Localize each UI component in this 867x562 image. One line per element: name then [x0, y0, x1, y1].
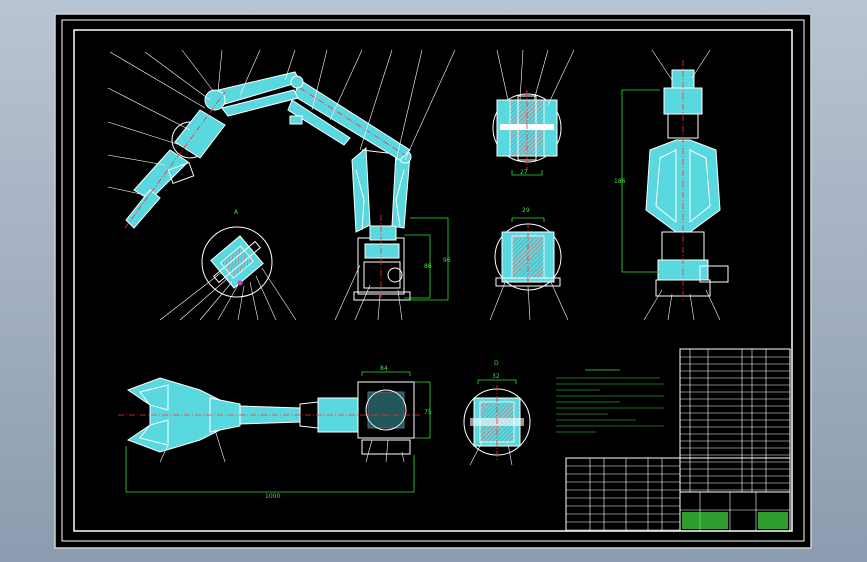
base-foot [353, 291, 411, 301]
arm-top-view[interactable]: 1000 75 84 [118, 365, 432, 500]
svg-text:29: 29 [522, 207, 530, 214]
svg-text:186: 186 [614, 178, 626, 185]
gripper-finger-icon [125, 189, 161, 229]
wrist-hub [204, 89, 226, 111]
base-bearing-icon [387, 267, 403, 283]
svg-text:96: 96 [443, 257, 451, 264]
svg-text:1000: 1000 [265, 493, 280, 500]
wrist-joint-icon [290, 75, 304, 89]
gripper-front-view[interactable]: 186 [614, 49, 729, 321]
technical-notes [556, 369, 664, 433]
svg-text:A: A [234, 209, 239, 216]
sheet-inner-frame [73, 29, 793, 532]
forearm-link-lower [221, 89, 299, 117]
detail-view-c[interactable]: 29 [489, 207, 569, 321]
upper-arm-rod [287, 99, 351, 146]
detail-view-d[interactable]: 32 D [463, 360, 531, 466]
base-top-plate [364, 243, 400, 259]
svg-text:75: 75 [424, 409, 432, 416]
detail-view-b[interactable]: 27 [492, 49, 575, 176]
wrist-housing [174, 109, 226, 159]
svg-text:84: 84 [380, 365, 388, 372]
detail-view-a[interactable]: A [159, 209, 297, 321]
sheet-outer-frame [61, 19, 805, 542]
base-shoulder-block [369, 225, 397, 241]
robot-arm-side-view[interactable]: 86 96 [107, 49, 456, 321]
svg-text:27: 27 [520, 169, 528, 176]
base-motor [363, 261, 401, 289]
title-block [565, 457, 791, 532]
bom-table [679, 348, 791, 493]
svg-text:86: 86 [424, 263, 432, 270]
svg-text:D: D [494, 360, 499, 367]
svg-text:32: 32 [492, 373, 500, 380]
